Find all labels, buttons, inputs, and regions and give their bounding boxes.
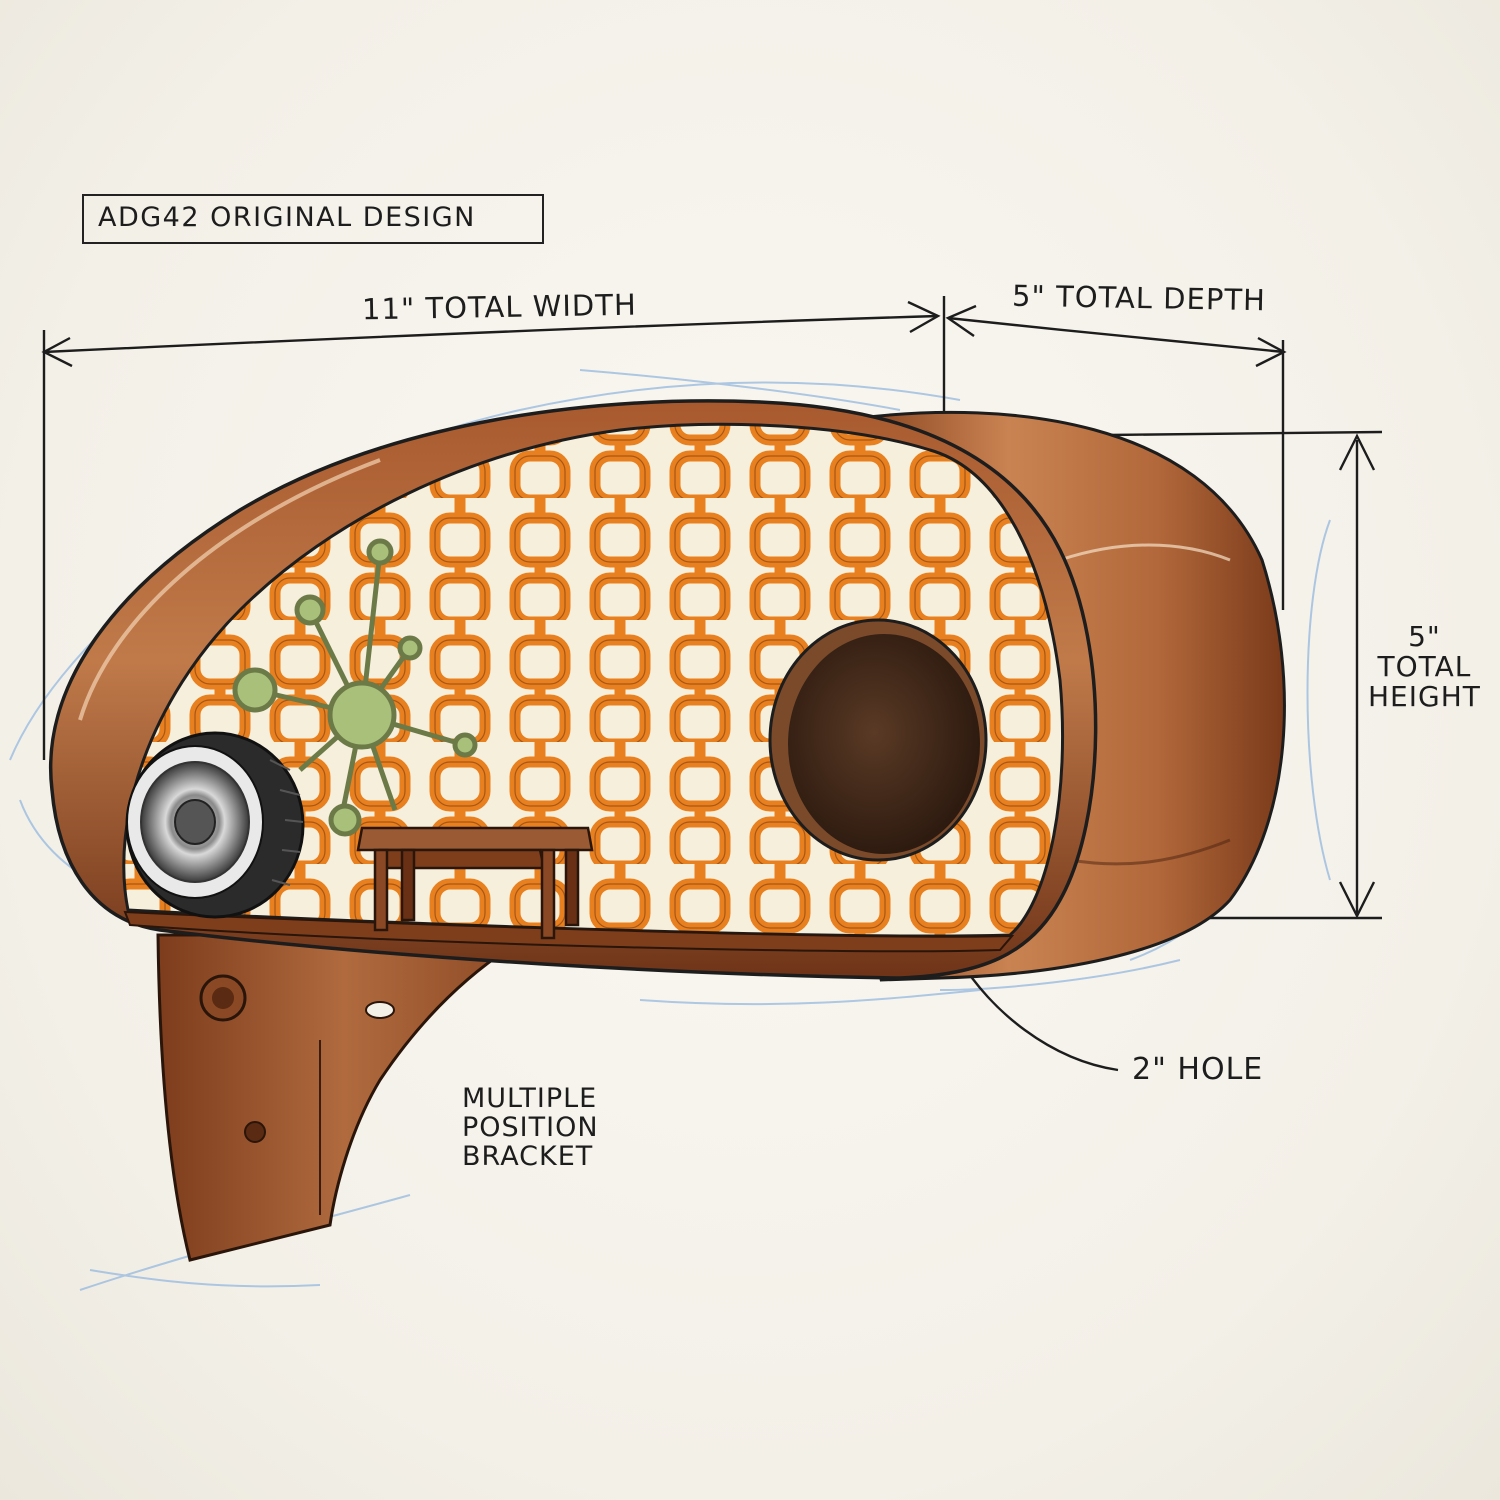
- hole-size-label: 2" HOLE: [1132, 1052, 1264, 1087]
- width-dimension-label: 11" TOTAL WIDTH: [361, 287, 638, 327]
- height-word-total: TOTAL: [1377, 650, 1472, 684]
- sputnik-decoration: [232, 538, 478, 837]
- title-box: [82, 194, 544, 244]
- design-title: ADG42 ORIGINAL DESIGN: [98, 202, 476, 233]
- miniature-bench: [356, 826, 594, 940]
- tire-decoration: [125, 731, 305, 919]
- wall-bracket: [156, 933, 536, 1262]
- entrance-hole: [768, 618, 988, 862]
- bracket-note-line-1: MULTIPLE: [462, 1083, 598, 1114]
- height-value: 5": [1408, 620, 1441, 653]
- bracket-note-line-3: BRACKET: [462, 1141, 594, 1173]
- height-word-height: HEIGHT: [1368, 680, 1481, 714]
- bracket-note-line-2: POSITION: [462, 1112, 599, 1144]
- height-dimension-label: 5" TOTAL HEIGHT: [1368, 620, 1481, 714]
- depth-dimension-label: 5" TOTAL DEPTH: [1011, 278, 1267, 318]
- bracket-note: MULTIPLE POSITION BRACKET: [462, 1083, 599, 1173]
